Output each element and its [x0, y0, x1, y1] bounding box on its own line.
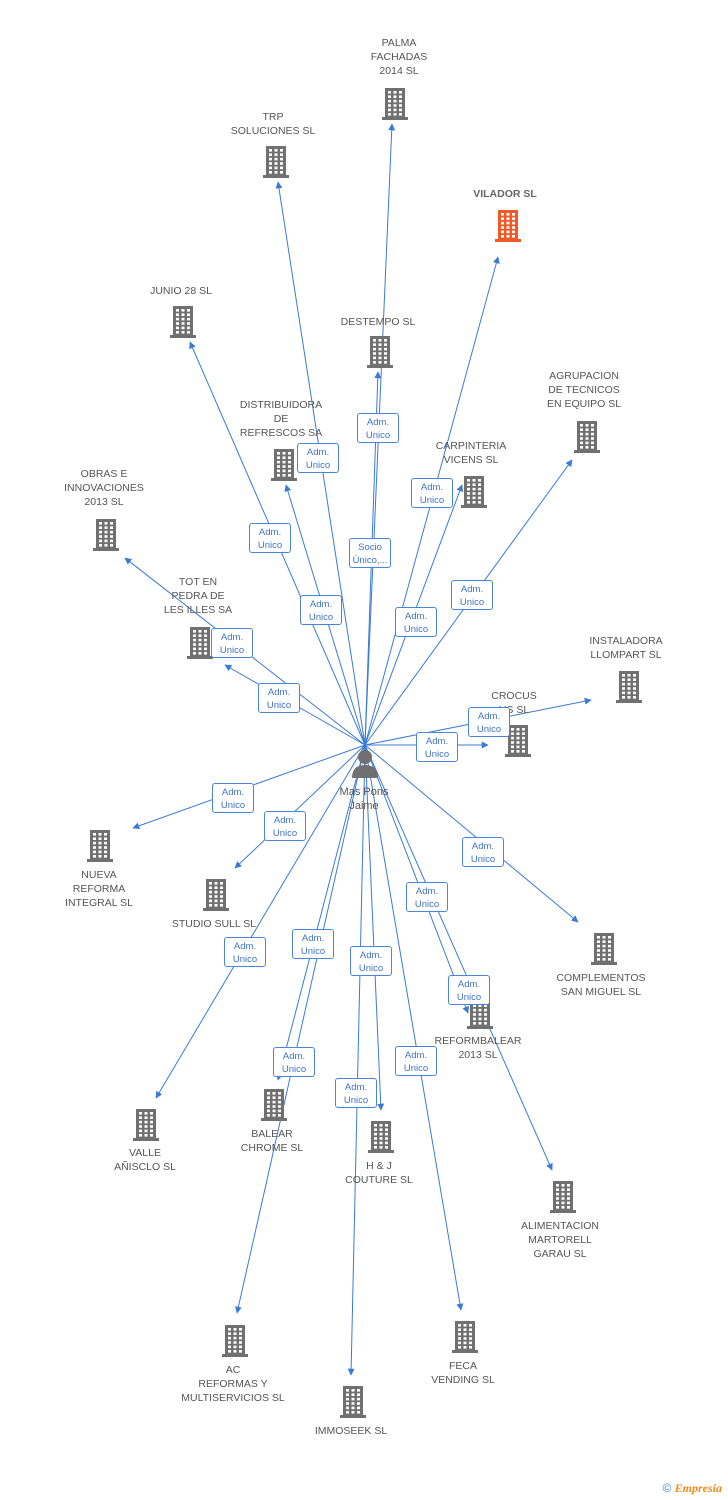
- company-label-carpinteria[interactable]: CARPINTERIA VICENS SL: [435, 440, 507, 466]
- building-icon[interactable]: [461, 476, 487, 508]
- edge-valle: [155, 744, 366, 1099]
- brand-name[interactable]: Empresia: [674, 1481, 722, 1495]
- building-icon[interactable]: [495, 210, 521, 242]
- building-icon[interactable]: [616, 671, 642, 703]
- company-label-valle[interactable]: VALLE AÑISCLO SL: [114, 1147, 176, 1173]
- copyright-symbol: ©: [662, 1481, 672, 1495]
- building-icon[interactable]: [261, 1089, 287, 1121]
- edge-label-junio[interactable]: Adm. Unico: [249, 523, 291, 553]
- company-label-tot[interactable]: TOT EN PEDRA DE LES ILLES SA: [163, 576, 233, 616]
- edge-label-hj[interactable]: Adm. Unico: [350, 946, 392, 976]
- company-label-obras[interactable]: OBRAS E INNOVACIONES 2013 SL: [64, 468, 144, 508]
- building-icon[interactable]: [203, 879, 229, 911]
- building-icon[interactable]: [87, 830, 113, 862]
- footer-brand: © Empresia: [662, 1481, 722, 1496]
- building-icon[interactable]: [271, 449, 297, 481]
- company-label-vilador[interactable]: VILADOR SL: [473, 188, 537, 200]
- building-icon[interactable]: [368, 1121, 394, 1153]
- person-icon[interactable]: [350, 748, 380, 778]
- edge-label-instaladora[interactable]: Adm. Unico: [468, 707, 510, 737]
- edge-label-destempo[interactable]: Socio Único,...: [349, 538, 391, 568]
- building-icon[interactable]: [170, 306, 196, 338]
- edge-ac: [234, 744, 366, 1314]
- company-label-nueva[interactable]: NUEVA REFORMA INTEGRAL SL: [65, 869, 133, 909]
- building-icon[interactable]: [263, 146, 289, 178]
- company-label-balear[interactable]: BALEAR CHROME SL: [240, 1128, 304, 1154]
- company-label-agrupacion[interactable]: AGRUPACION DE TECNICOS EN EQUIPO SL: [546, 370, 622, 410]
- edge-hj: [364, 744, 385, 1111]
- building-icon[interactable]: [187, 627, 213, 659]
- building-icon[interactable]: [340, 1386, 366, 1418]
- edge-studio: [234, 744, 366, 869]
- edge-label-immoseek[interactable]: Adm. Unico: [335, 1078, 377, 1108]
- building-icon[interactable]: [133, 1109, 159, 1141]
- company-label-distribuidora[interactable]: DISTRIBUIDORA DE REFRESCOS SA: [239, 399, 323, 439]
- building-icon[interactable]: [382, 88, 408, 120]
- edge-label-trp[interactable]: Adm. Unico: [297, 443, 339, 473]
- company-label-feca[interactable]: FECA VENDING SL: [431, 1360, 495, 1386]
- company-label-complementos[interactable]: COMPLEMENTOS SAN MIGUEL SL: [556, 972, 646, 998]
- building-icon[interactable]: [452, 1321, 478, 1353]
- edge-complementos: [364, 744, 579, 923]
- edge-label-crocus[interactable]: Adm. Unico: [416, 732, 458, 762]
- edge-label-studio[interactable]: Adm. Unico: [264, 811, 306, 841]
- edge-alimentacion: [364, 744, 553, 1171]
- company-label-trp[interactable]: TRP SOLUCIONES SL: [230, 111, 316, 137]
- edge-label-tot[interactable]: Adm. Unico: [211, 628, 253, 658]
- edge-label-vilador[interactable]: Adm. Unico: [411, 478, 453, 508]
- company-label-palma[interactable]: PALMA FACHADAS 2014 SL: [370, 37, 428, 77]
- edge-label-nueva[interactable]: Adm. Unico: [212, 783, 254, 813]
- company-label-reformbalear[interactable]: REFORMBALEAR 2013 SL: [434, 1035, 522, 1061]
- company-label-ac[interactable]: AC REFORMAS Y MULTISERVICIOS SL: [181, 1364, 285, 1404]
- company-label-alimentacion[interactable]: ALIMENTACION MARTORELL GARAU SL: [521, 1220, 599, 1260]
- company-label-hj[interactable]: H & J COUTURE SL: [345, 1160, 413, 1186]
- edge-feca: [364, 744, 464, 1311]
- edge-label-feca[interactable]: Adm. Unico: [395, 1046, 437, 1076]
- edge-balear: [276, 744, 366, 1081]
- building-icon[interactable]: [222, 1325, 248, 1357]
- building-icon[interactable]: [367, 336, 393, 368]
- building-icon[interactable]: [591, 933, 617, 965]
- edge-label-carpinteria[interactable]: Adm. Unico: [395, 607, 437, 637]
- edge-immoseek: [347, 744, 366, 1376]
- company-label-instaladora[interactable]: INSTALADORA LLOMPART SL: [589, 635, 663, 661]
- edge-label-alimentacion[interactable]: Adm. Unico: [448, 975, 490, 1005]
- edge-label-distribuidora[interactable]: Adm. Unico: [300, 595, 342, 625]
- edge-label-agrupacion[interactable]: Adm. Unico: [451, 580, 493, 610]
- edge-label-ac[interactable]: Adm. Unico: [273, 1047, 315, 1077]
- company-label-junio[interactable]: JUNIO 28 SL: [150, 285, 212, 297]
- building-icon[interactable]: [574, 421, 600, 453]
- company-label-studio[interactable]: STUDIO SULL SL: [171, 918, 257, 930]
- edge-reformbalear: [364, 744, 470, 1014]
- company-label-immoseek[interactable]: IMMOSEEK SL: [314, 1425, 388, 1437]
- edge-label-obras[interactable]: Adm. Unico: [258, 683, 300, 713]
- building-icon[interactable]: [550, 1181, 576, 1213]
- company-label-destempo[interactable]: DESTEMPO SL: [340, 316, 416, 328]
- building-icon[interactable]: [505, 725, 531, 757]
- edge-label-valle[interactable]: Adm. Unico: [224, 937, 266, 967]
- center-person-name[interactable]: Mas Pons Jaime: [339, 786, 389, 812]
- edge-label-balear[interactable]: Adm. Unico: [292, 929, 334, 959]
- building-icon[interactable]: [93, 519, 119, 551]
- edge-label-complementos[interactable]: Adm. Unico: [462, 837, 504, 867]
- edge-label-palma[interactable]: Adm. Unico: [357, 413, 399, 443]
- edge-label-reformbalear[interactable]: Adm. Unico: [406, 882, 448, 912]
